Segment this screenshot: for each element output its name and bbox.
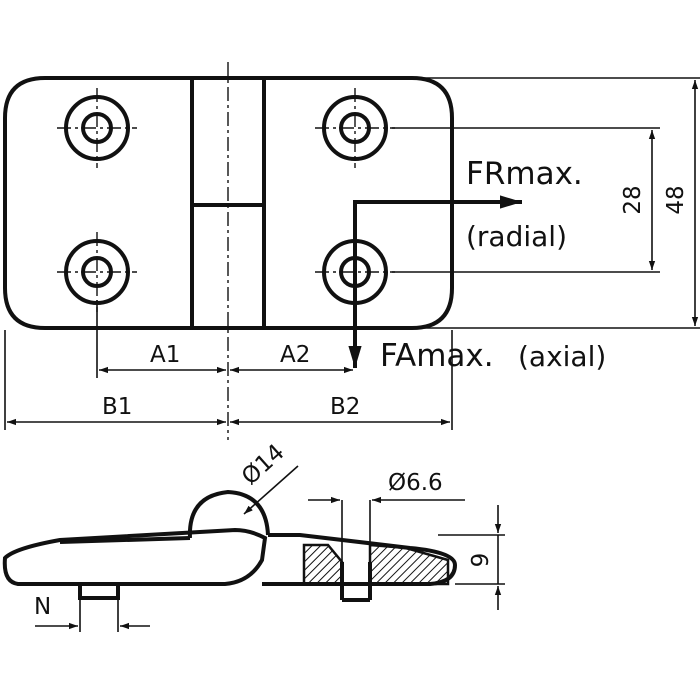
axial-force-title: FAmax. (380, 338, 494, 374)
mounting-hole-top-right (315, 88, 395, 168)
radial-force-title: FRmax. (466, 156, 583, 192)
hole-diameter-label: Ø6.6 (388, 470, 443, 496)
mounting-hole-top-left (57, 88, 137, 168)
a2-label: A2 (280, 342, 310, 368)
axial-force-subtitle: (axial) (518, 340, 606, 373)
left-leaf-profile (2, 527, 268, 586)
radial-force-arrow (353, 195, 522, 272)
hinge-outline (3, 76, 454, 330)
pin-diameter-leader (243, 465, 299, 515)
nub-label: N (34, 594, 51, 620)
hinge-top-view: FRmax. (radial) FAmax. (axial) A1 A2 B1 … (3, 62, 700, 440)
hole-spacing-label: 28 (620, 185, 646, 214)
hinge-side-view: Ø14 Ø6.6 9 N (2, 439, 505, 632)
height-label: 48 (663, 185, 689, 214)
b2-label: B2 (330, 394, 360, 420)
thickness-label: 9 (468, 553, 494, 568)
pin-diameter-label: Ø14 (237, 439, 290, 490)
radial-force-subtitle: (radial) (466, 220, 567, 253)
b1-label: B1 (102, 394, 132, 420)
nub (78, 584, 120, 600)
knuckle-profile (187, 489, 270, 539)
a1-label: A1 (150, 342, 180, 368)
